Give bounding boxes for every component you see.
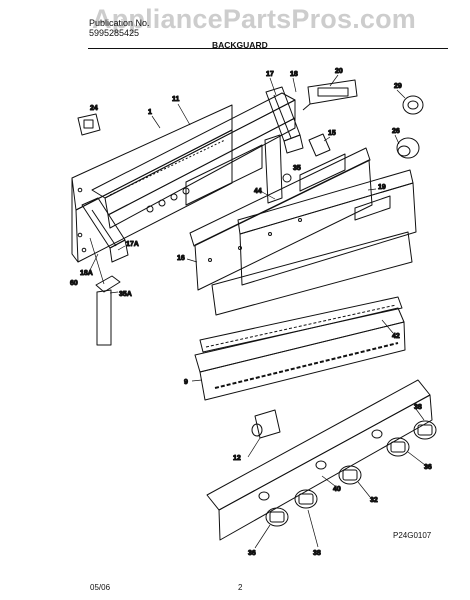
side-bracket bbox=[95, 275, 121, 346]
left-end-cap bbox=[81, 197, 129, 263]
callout-35: 35 bbox=[293, 165, 301, 172]
backguard-frame bbox=[91, 92, 296, 229]
callout-1: 1 bbox=[148, 109, 152, 116]
burner-knobs bbox=[265, 420, 437, 527]
callout-11: 11 bbox=[172, 96, 180, 103]
manifold-panel bbox=[194, 307, 406, 401]
right-end-cap bbox=[264, 86, 304, 204]
section-title: BACKGUARD bbox=[212, 40, 268, 50]
publication-number: 5995285425 bbox=[89, 28, 140, 38]
trim-strip bbox=[199, 296, 403, 353]
callout-9: 9 bbox=[184, 379, 188, 386]
selector-knob bbox=[402, 95, 424, 115]
rocker-switch bbox=[77, 113, 101, 136]
callout-42: 42 bbox=[392, 333, 400, 340]
watermark: AppliancePartsPros.com bbox=[92, 4, 417, 34]
callout-24: 24 bbox=[90, 105, 98, 112]
callout-36b: 36 bbox=[248, 550, 256, 557]
callout-35a: 35A bbox=[119, 291, 132, 298]
callout-36a: 36 bbox=[424, 464, 432, 471]
callout-17: 17 bbox=[266, 71, 274, 78]
callout-12: 12 bbox=[233, 455, 241, 462]
front-control-panel bbox=[237, 169, 417, 286]
display-glass bbox=[211, 231, 413, 316]
callout-18a: 18A bbox=[80, 270, 93, 277]
page-number: 2 bbox=[238, 583, 243, 592]
callout-17a: 17A bbox=[126, 241, 139, 248]
callout-38b: 38 bbox=[313, 550, 321, 557]
grommet bbox=[282, 173, 292, 183]
callout-labels: 1 11 17 18 20 24 29 15 26 35 44 19 16 17… bbox=[70, 68, 433, 558]
callout-44: 44 bbox=[254, 188, 262, 195]
infinite-switch bbox=[251, 409, 281, 439]
callout-40: 40 bbox=[333, 486, 341, 493]
callout-16: 16 bbox=[177, 255, 185, 262]
figure-id: P24G0107 bbox=[393, 531, 432, 540]
mounting-clip bbox=[308, 133, 331, 157]
callout-60: 60 bbox=[70, 280, 78, 287]
callout-32: 32 bbox=[370, 497, 378, 504]
control-board bbox=[302, 79, 358, 111]
callout-20: 20 bbox=[335, 68, 343, 75]
callout-26: 26 bbox=[392, 128, 400, 135]
control-overlay bbox=[189, 147, 373, 291]
leader-lines bbox=[87, 74, 426, 549]
callout-19: 19 bbox=[378, 184, 386, 191]
callout-18: 18 bbox=[290, 71, 298, 78]
callout-15: 15 bbox=[328, 130, 336, 137]
publication-label: Publication No. bbox=[89, 18, 150, 28]
knob-panel bbox=[206, 379, 433, 541]
header-rule bbox=[88, 48, 448, 49]
footer-date: 05/06 bbox=[90, 583, 111, 592]
callout-29: 29 bbox=[394, 83, 402, 90]
control-knob bbox=[396, 137, 420, 159]
callout-38a: 38 bbox=[414, 404, 422, 411]
